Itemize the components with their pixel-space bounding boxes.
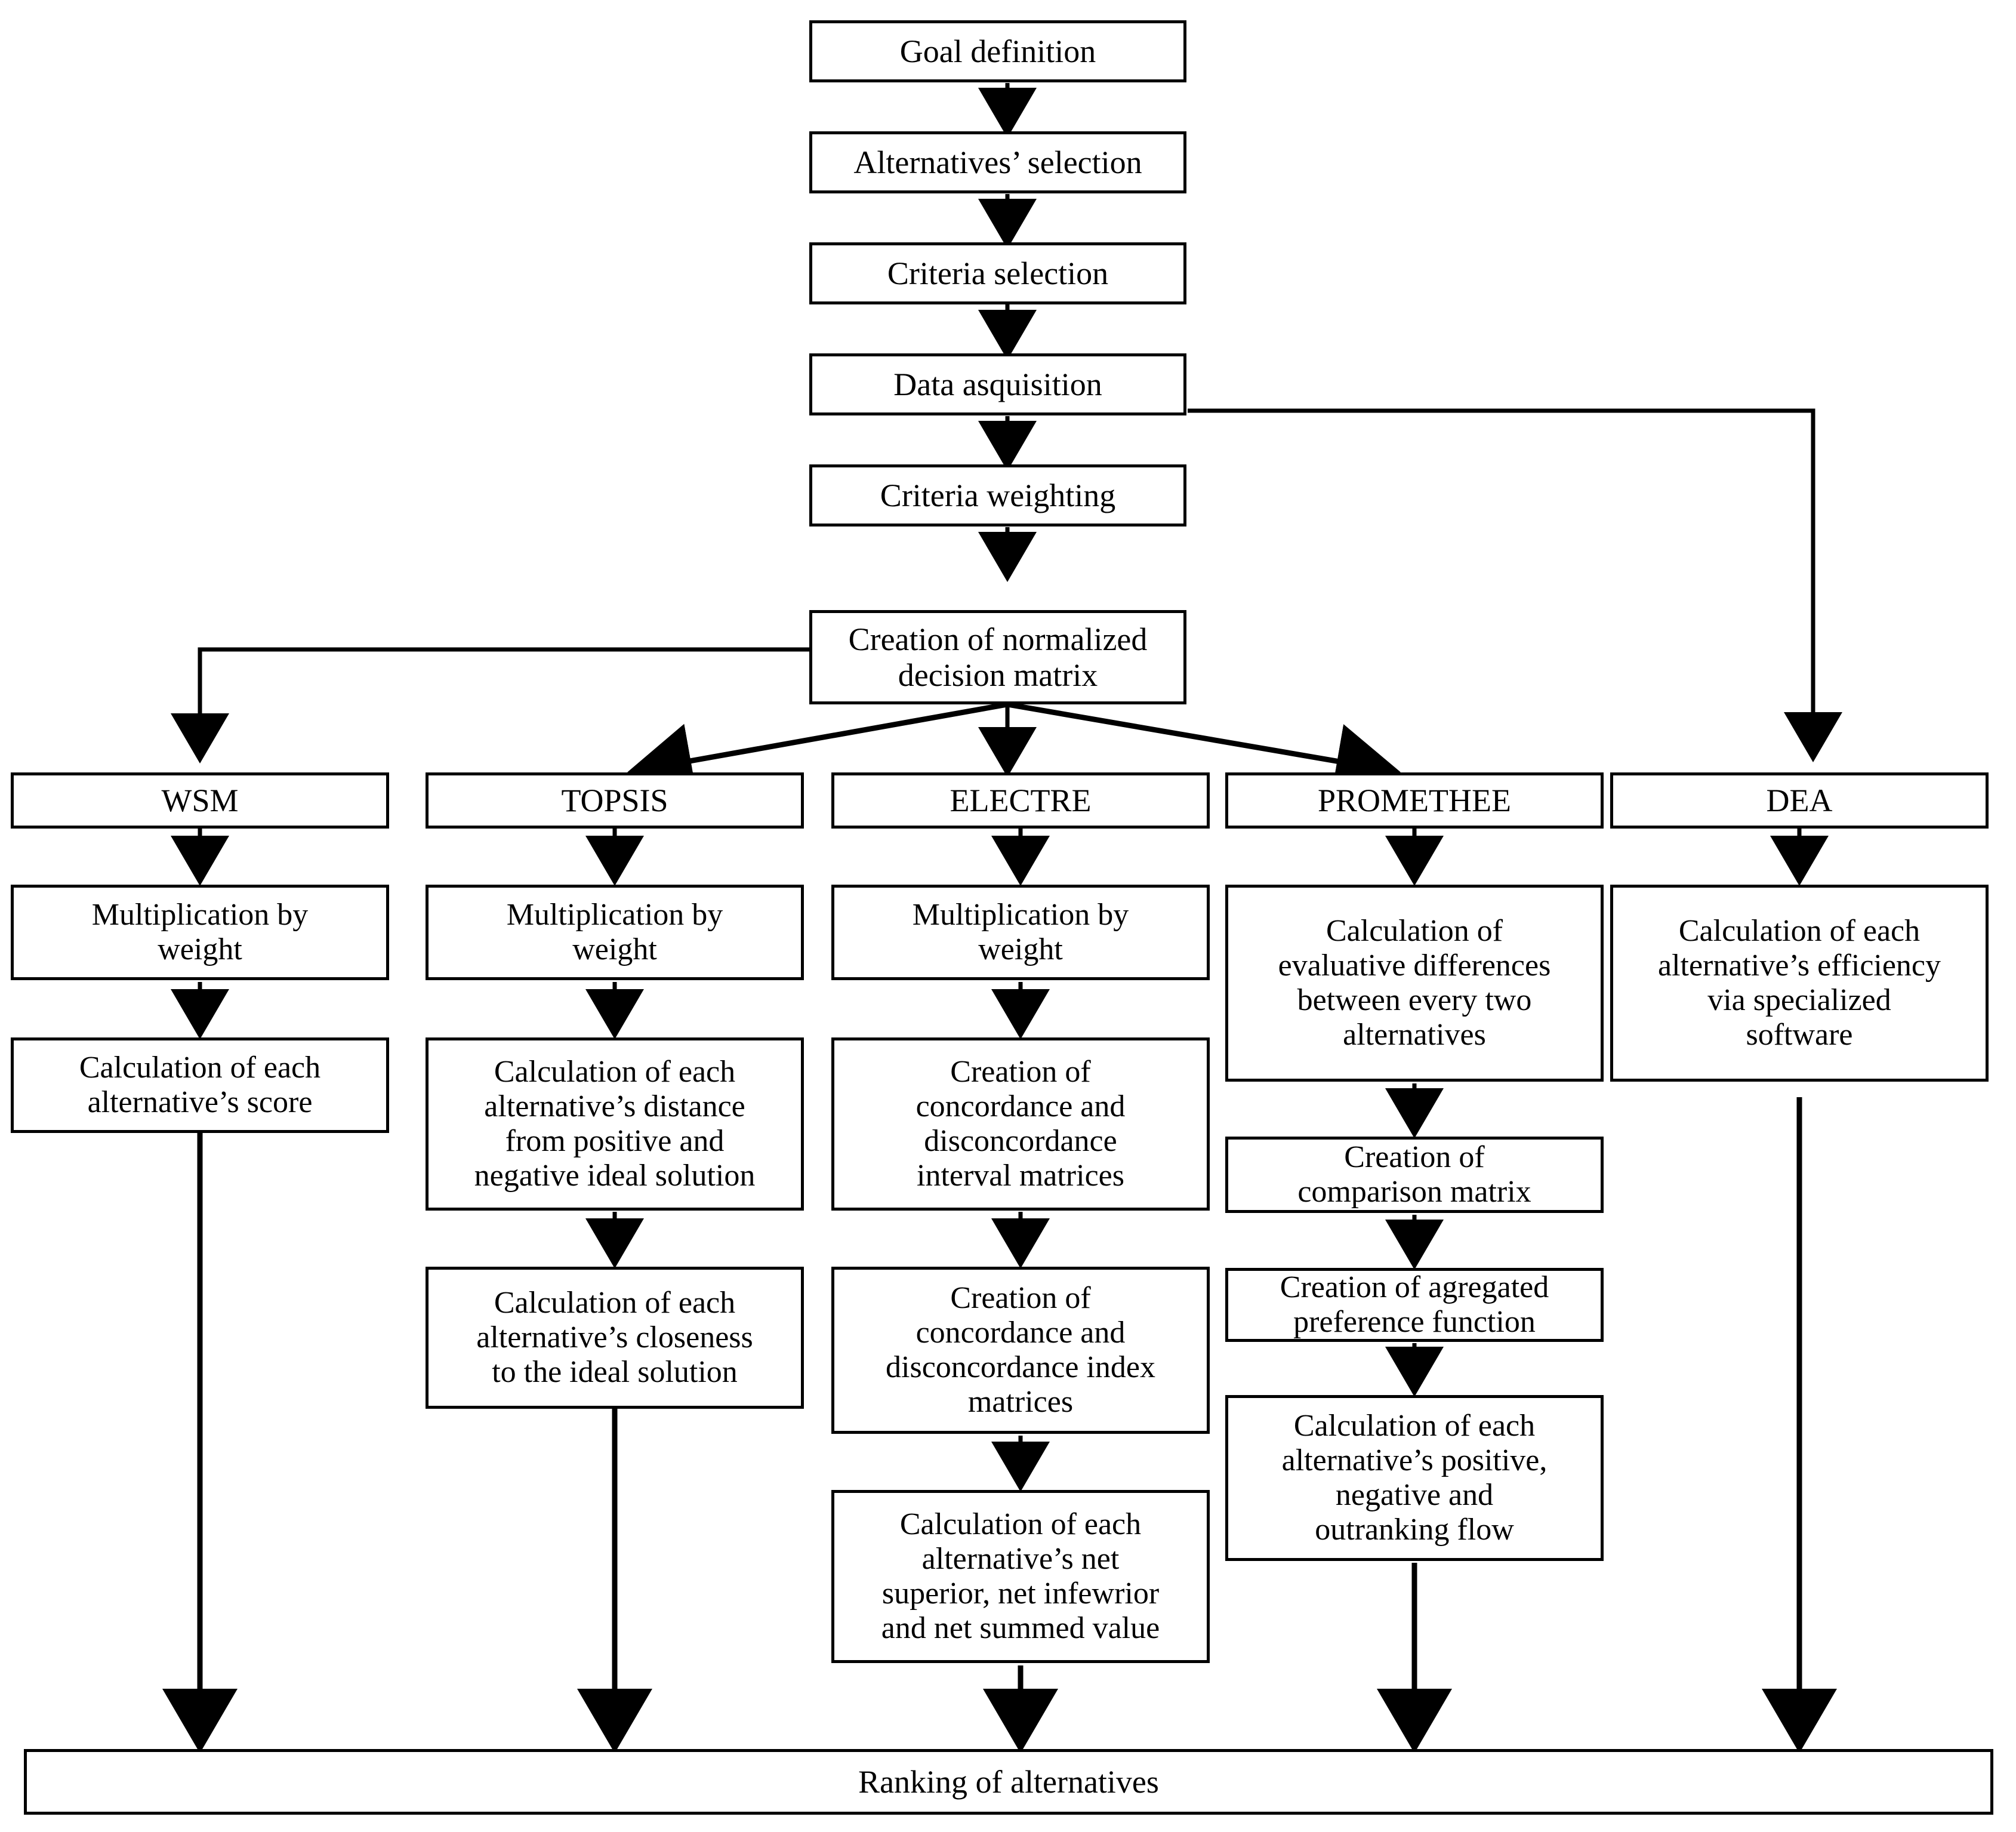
step-topsis-1-label: Multiplication by weight [506, 897, 723, 966]
step-electre-3-label: Creation of concordance and disconcordan… [886, 1280, 1155, 1420]
step-electre-1[interactable]: Multiplication by weight [831, 885, 1210, 980]
step-topsis-2[interactable]: Calculation of each alternative’s distan… [426, 1037, 804, 1211]
node-alternatives-selection-label: Alternatives’ selection [853, 144, 1142, 180]
method-header-electre-label: ELECTRE [950, 782, 1092, 818]
node-criteria-weighting[interactable]: Criteria weighting [809, 464, 1186, 526]
step-promethee-4[interactable]: Calculation of each alternative’s positi… [1225, 1395, 1604, 1561]
node-goal-label: Goal definition [899, 33, 1096, 69]
step-electre-4[interactable]: Calculation of each alternative’s net su… [831, 1490, 1210, 1663]
step-electre-3[interactable]: Creation of concordance and disconcordan… [831, 1267, 1210, 1434]
matrix-to-wsm-connector [171, 647, 809, 763]
method-header-dea[interactable]: DEA [1610, 772, 1989, 829]
method-header-promethee-label: PROMETHEE [1318, 782, 1511, 818]
method-header-topsis[interactable]: TOPSIS [426, 772, 804, 829]
method-header-wsm[interactable]: WSM [11, 772, 389, 829]
node-goal[interactable]: Goal definition [809, 20, 1186, 82]
step-promethee-3[interactable]: Creation of agregated preference functio… [1225, 1268, 1604, 1342]
node-normalized-decision-matrix-label: Creation of normalized decision matrix [848, 621, 1148, 693]
step-dea-1-label: Calculation of each alternative’s effici… [1657, 913, 1941, 1052]
step-promethee-4-label: Calculation of each alternative’s positi… [1281, 1408, 1548, 1547]
step-promethee-1-label: Calculation of evaluative differences be… [1278, 913, 1551, 1052]
step-wsm-2[interactable]: Calculation of each alternative’s score [11, 1037, 389, 1133]
method-header-dea-label: DEA [1766, 782, 1833, 818]
method-header-wsm-label: WSM [161, 782, 239, 818]
step-promethee-2[interactable]: Creation of comparison matrix [1225, 1137, 1604, 1213]
node-criteria-selection-label: Criteria selection [887, 255, 1109, 291]
node-criteria-weighting-label: Criteria weighting [880, 477, 1116, 513]
method-header-electre[interactable]: ELECTRE [831, 772, 1210, 829]
method-header-promethee[interactable]: PROMETHEE [1225, 772, 1604, 829]
node-data-asquisition[interactable]: Data asquisition [809, 353, 1186, 415]
step-promethee-2-label: Creation of comparison matrix [1297, 1140, 1531, 1209]
header-step-connectors [171, 829, 1829, 886]
step-topsis-2-label: Calculation of each alternative’s distan… [474, 1054, 756, 1193]
node-criteria-selection[interactable]: Criteria selection [809, 242, 1186, 304]
node-normalized-decision-matrix[interactable]: Creation of normalized decision matrix [809, 610, 1186, 704]
step-electre-2-label: Creation of concordance and disconcordan… [915, 1054, 1126, 1193]
node-ranking-of-alternatives-label: Ranking of alternatives [858, 1763, 1159, 1800]
step-topsis-1[interactable]: Multiplication by weight [426, 885, 804, 980]
step-topsis-3[interactable]: Calculation of each alternative’s closen… [426, 1267, 804, 1409]
step-wsm-1-label: Multiplication by weight [91, 897, 309, 966]
data-to-dea-connector [1188, 408, 1842, 762]
step-wsm-1[interactable]: Multiplication by weight [11, 885, 389, 980]
step-promethee-1[interactable]: Calculation of evaluative differences be… [1225, 885, 1604, 1082]
step-dea-1[interactable]: Calculation of each alternative’s effici… [1610, 885, 1989, 1082]
step-electre-1-label: Multiplication by weight [912, 897, 1129, 966]
step-electre-2[interactable]: Creation of concordance and disconcordan… [831, 1037, 1210, 1211]
method-header-topsis-label: TOPSIS [561, 782, 668, 818]
step-wsm-2-label: Calculation of each alternative’s score [79, 1050, 321, 1119]
step-topsis-3-label: Calculation of each alternative’s closen… [476, 1285, 753, 1390]
step-electre-4-label: Calculation of each alternative’s net su… [881, 1507, 1160, 1646]
node-alternatives-selection[interactable]: Alternatives’ selection [809, 131, 1186, 193]
node-ranking-of-alternatives[interactable]: Ranking of alternatives [24, 1749, 1993, 1815]
node-data-asquisition-label: Data asquisition [893, 366, 1102, 402]
step-promethee-3-label: Creation of agregated preference functio… [1280, 1270, 1549, 1339]
matrix-fanout-connectors [627, 701, 1401, 799]
